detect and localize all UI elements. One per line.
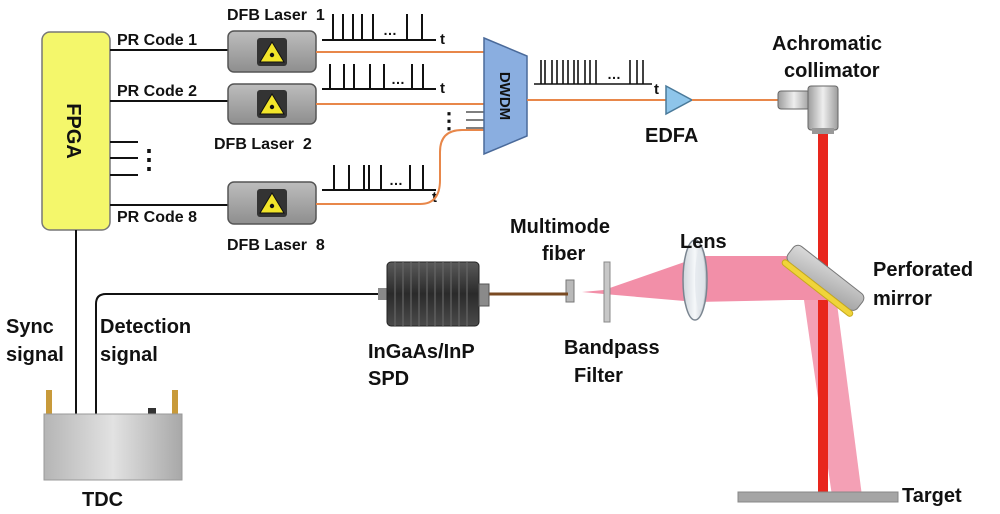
- laser-fibers: [316, 51, 484, 205]
- fiber-end-connector: [565, 279, 575, 303]
- multimode-fiber-label-line2: fiber: [542, 243, 586, 265]
- perforated-mirror: [781, 244, 865, 317]
- laser-hazard-icon: [259, 93, 285, 115]
- dfb-laser-1-label: DFB Laser 1: [227, 7, 325, 24]
- pulse-train-combined: [534, 60, 652, 85]
- bandpass-filter: [603, 261, 611, 323]
- return-beam: [800, 272, 862, 496]
- detection-signal-label-line1: Detection: [100, 316, 191, 338]
- dfb-laser-2-label: DFB Laser 2: [214, 136, 312, 153]
- dwdm-input-dots: ⋮: [438, 108, 460, 133]
- fpga-label: FPGA: [62, 103, 84, 159]
- fpga-output-lines: [110, 49, 228, 206]
- time-axis-label-2: t: [440, 80, 445, 97]
- tdc-module: [43, 390, 183, 481]
- pr-code-1-label: PR Code 1: [117, 32, 197, 49]
- fpga-vertical-dots: ⋮: [136, 144, 162, 174]
- pulse-ellipsis-8: …: [389, 172, 403, 188]
- laser-hazard-icon: [259, 41, 285, 63]
- dfb-laser-2: [227, 83, 317, 125]
- sync-signal-label-line2: signal: [6, 344, 64, 366]
- laser-hazard-icon: [259, 192, 285, 214]
- lens: [682, 239, 708, 321]
- dfb-laser-1: [227, 30, 317, 73]
- detection-signal-label-line2: signal: [100, 344, 158, 366]
- collimator-label-line1: Achromatic: [772, 33, 882, 55]
- dfb-laser-8: [227, 181, 317, 225]
- pulse-train-1: [322, 14, 436, 41]
- pulse-train-8: [322, 165, 436, 191]
- edfa-amplifier: [665, 84, 694, 116]
- focused-beam-cone: [582, 258, 696, 302]
- perforated-mirror-label-line1: Perforated: [873, 259, 973, 281]
- dwdm-block: [483, 36, 528, 156]
- dfb-laser-8-label: DFB Laser 8: [227, 237, 325, 254]
- perforated-mirror-label-line2: mirror: [873, 288, 932, 310]
- target-label: Target: [902, 485, 962, 507]
- pulse-ellipsis-1: …: [383, 22, 397, 38]
- spd-label-line2: SPD: [368, 368, 409, 390]
- spd-label-line1: InGaAs/InP: [368, 341, 475, 363]
- pulse-ellipsis-combined: …: [607, 66, 621, 82]
- time-axis-label-combined: t: [654, 81, 659, 98]
- multimode-fiber-label-line1: Multimode: [510, 216, 610, 238]
- pulse-ellipsis-2: …: [391, 71, 405, 87]
- time-axis-label-1: t: [440, 31, 445, 48]
- target-plate: [737, 491, 899, 503]
- ingaas-inp-spd: [378, 261, 490, 327]
- achromatic-collimator: [777, 85, 839, 134]
- detection-signal-wire: [95, 293, 378, 414]
- lens-label: Lens: [680, 231, 727, 253]
- outgoing-beam-overlay: [818, 272, 828, 492]
- collimator-label-line2: collimator: [784, 60, 880, 82]
- pr-code-8-label: PR Code 8: [117, 209, 197, 226]
- pr-code-2-label: PR Code 2: [117, 83, 197, 100]
- edfa-label: EDFA: [645, 125, 698, 147]
- tdc-label: TDC: [82, 489, 123, 511]
- dwdm-label: DWDM: [496, 72, 513, 120]
- dwdm-input-stubs: [466, 111, 484, 129]
- bandpass-filter-label-line2: Filter: [574, 365, 623, 387]
- sync-signal-label-line1: Sync: [6, 316, 54, 338]
- pulse-train-2: [322, 64, 436, 90]
- bandpass-filter-label-line1: Bandpass: [564, 337, 660, 359]
